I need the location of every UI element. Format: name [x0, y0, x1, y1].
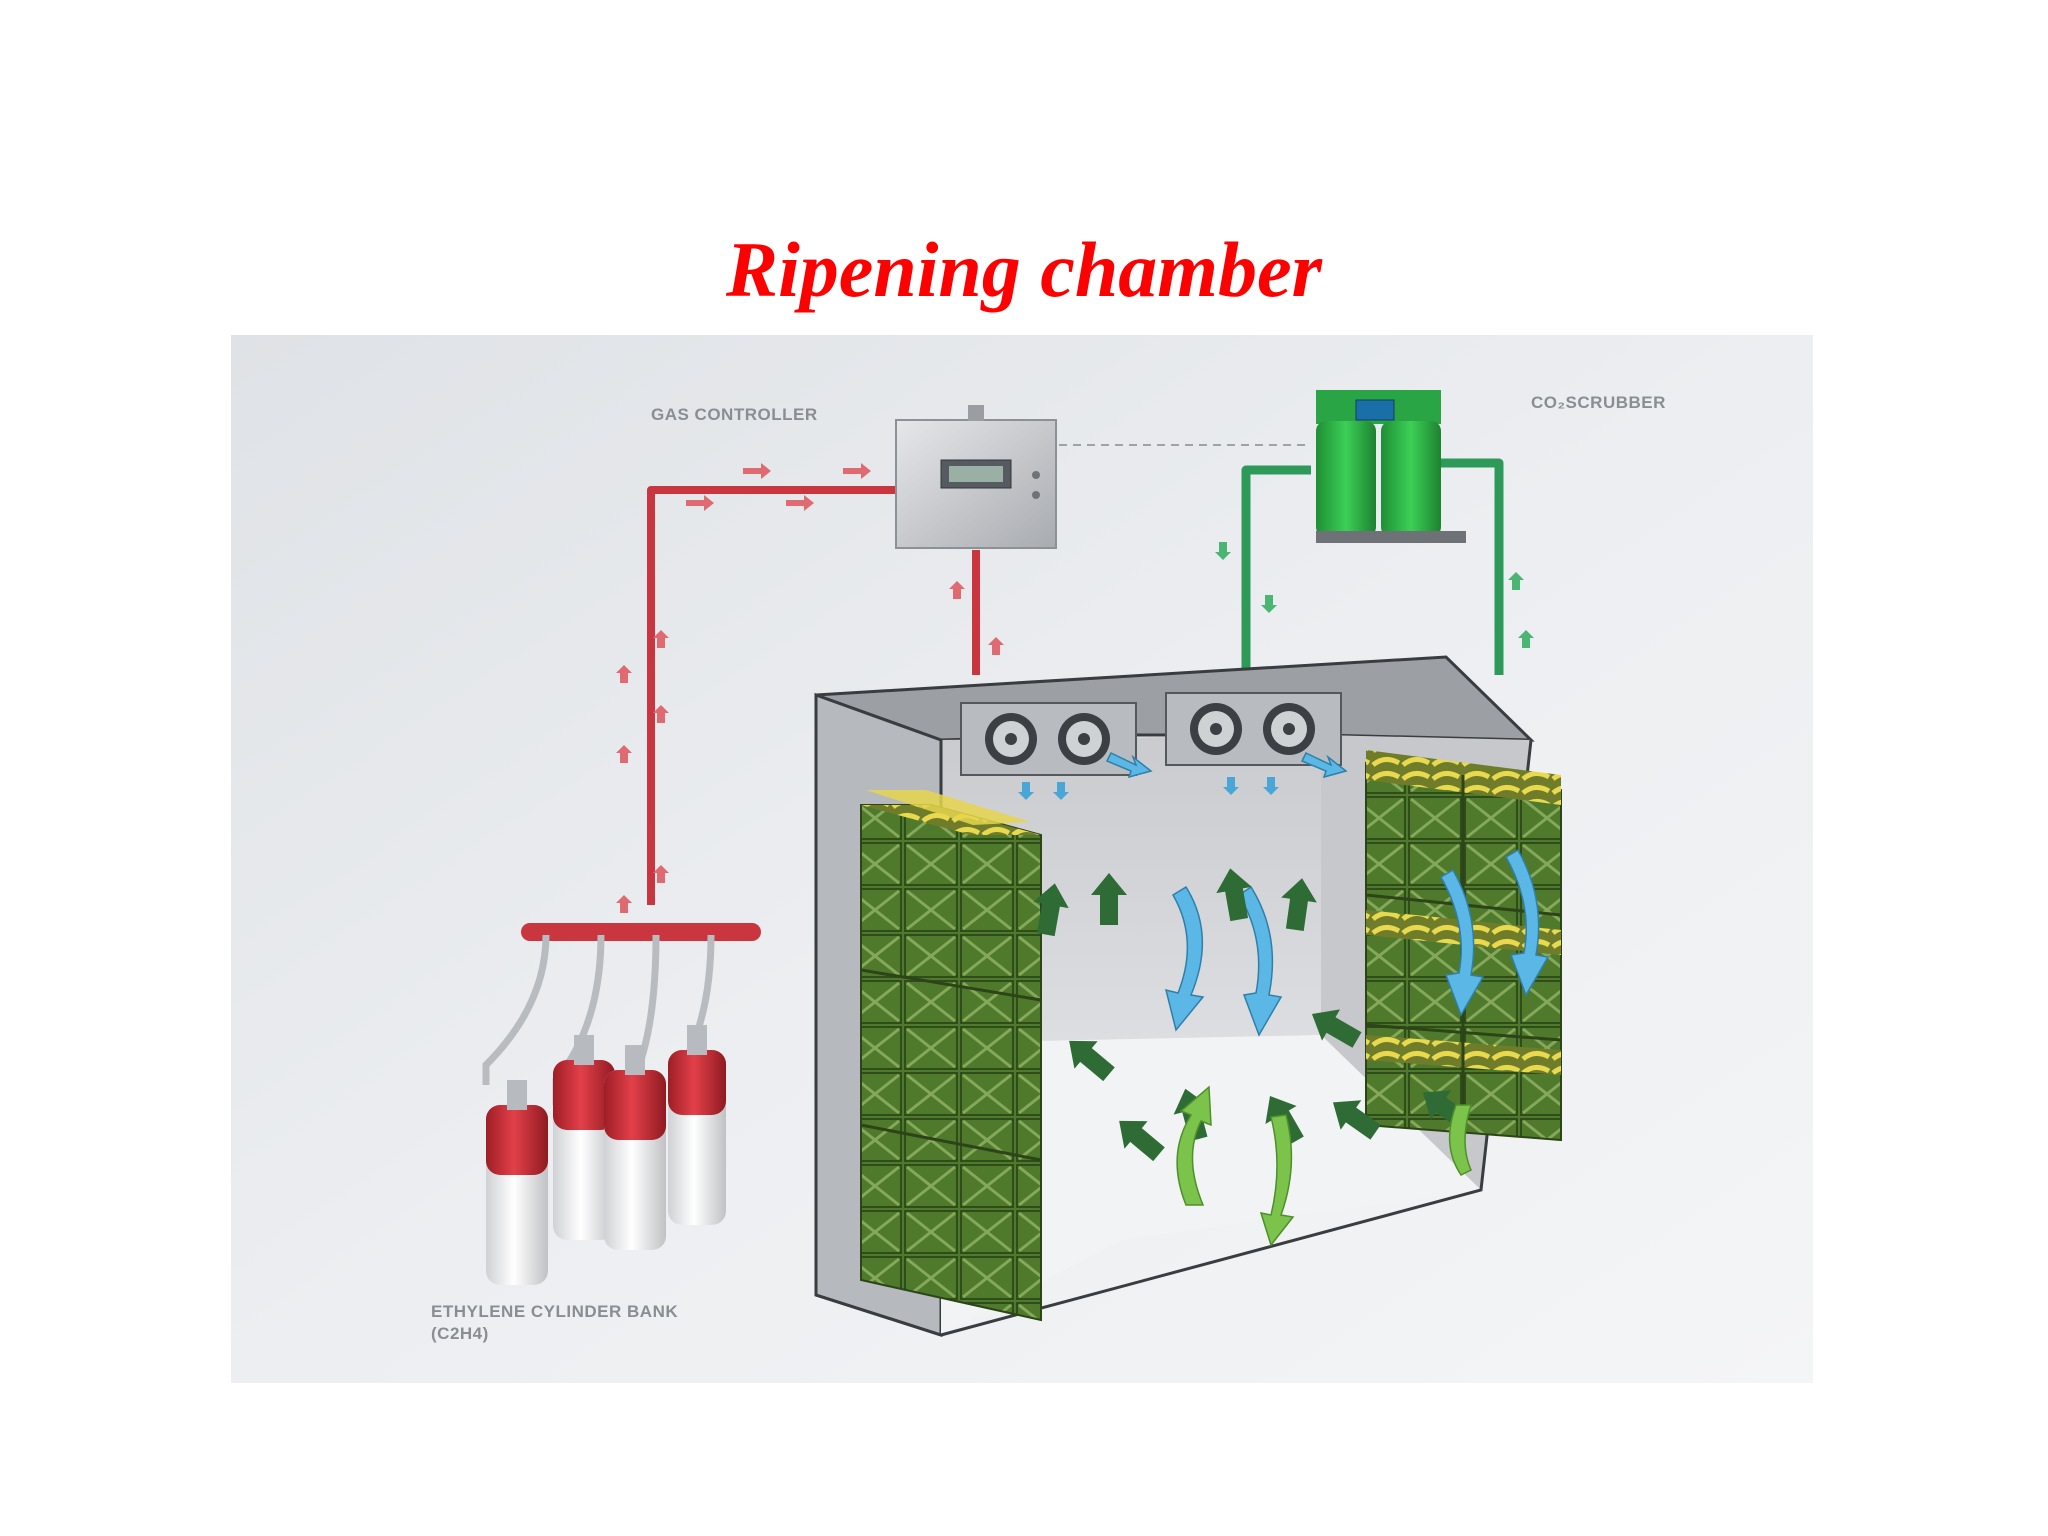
cylinder-icon — [486, 1025, 726, 1285]
co2-scrubber-icon — [1316, 390, 1466, 543]
fan-icon — [1165, 692, 1342, 766]
diagram-illustration — [231, 335, 1813, 1383]
ripening-room — [814, 655, 1562, 1338]
cylinder-bank-label: ETHYLENE CYLINDER BANK (C2H4) — [431, 1301, 678, 1345]
slide-title: Ripening chamber — [726, 226, 1322, 314]
co2-scrubber-label: CO₂SCRUBBER — [1531, 393, 1666, 412]
ethylene-pipeline — [647, 486, 980, 905]
cold-airflow — [1105, 752, 1550, 1037]
ethylene-flow-arrows — [616, 463, 1004, 913]
left-pallet-stack — [860, 790, 1042, 1322]
gas-controller-icon — [895, 405, 1057, 549]
floor-airflow — [1176, 1085, 1473, 1247]
fan-icon — [960, 702, 1137, 776]
cylinder-bank-label-line1: ETHYLENE CYLINDER BANK — [431, 1302, 679, 1321]
cylinder-bank-label-line2: (C2H4) — [431, 1324, 489, 1343]
gas-controller-label: GAS CONTROLLER — [651, 405, 818, 424]
ripening-chamber-diagram: GAS CONTROLLER CO₂SCRUBBER ETHYLENE CYLI… — [231, 335, 1813, 1383]
scrubber-pipeline — [1241, 458, 1504, 680]
